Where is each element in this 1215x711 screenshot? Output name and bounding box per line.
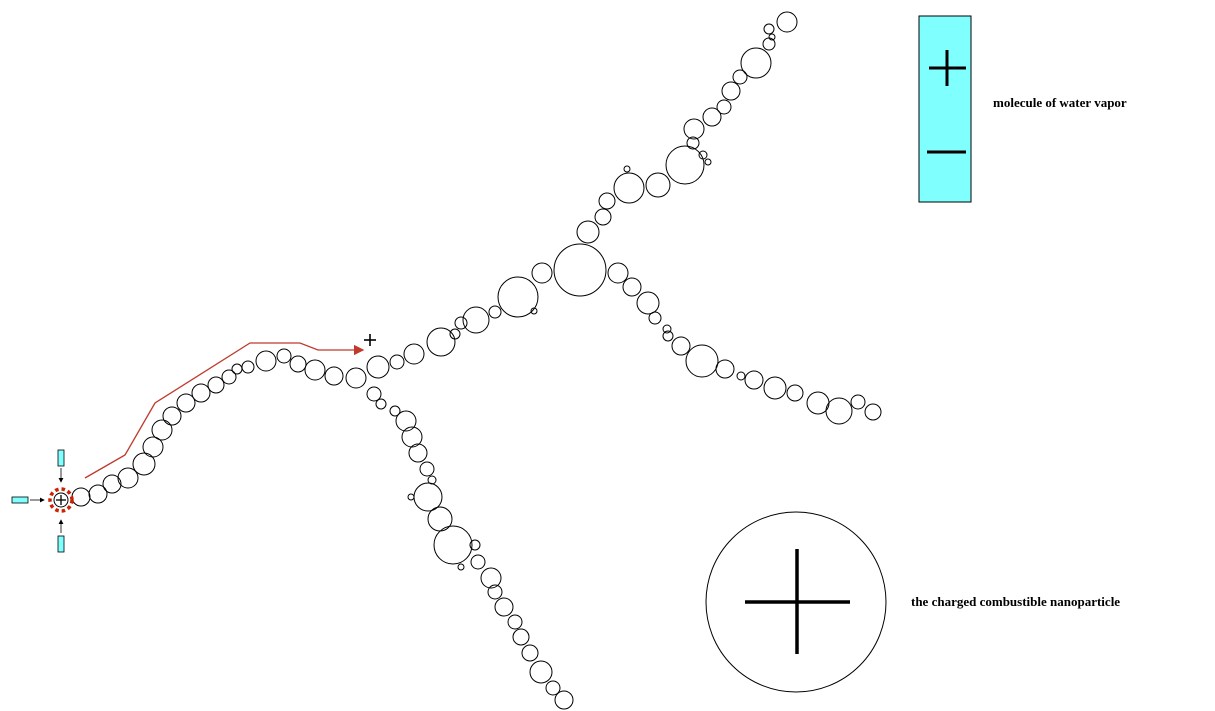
nanoparticle (741, 48, 771, 78)
nanoparticle (498, 277, 538, 317)
nanoparticle (577, 221, 599, 243)
nanoparticle (163, 407, 181, 425)
nanoparticle (608, 263, 628, 283)
nanoparticle (242, 361, 254, 373)
nanoparticle (471, 555, 485, 569)
nanoparticle (530, 661, 552, 683)
nanoparticle (192, 384, 210, 402)
nanoparticle (737, 372, 745, 380)
nanoparticle (717, 100, 731, 114)
nanoparticle (396, 411, 416, 431)
nanoparticle (646, 173, 670, 197)
nanoparticle (599, 193, 615, 209)
nanoparticle (513, 629, 529, 645)
nanoparticle (409, 444, 427, 462)
nanoparticle (595, 209, 611, 225)
nanoparticle (495, 598, 513, 616)
nanoparticle (522, 645, 538, 661)
nanoparticle (222, 370, 236, 384)
nanoparticle (408, 494, 414, 500)
nanoparticle (624, 166, 630, 172)
nanoparticle (554, 244, 606, 296)
nanoparticle (367, 387, 381, 401)
nanoparticle (232, 364, 242, 374)
nanoparticle (851, 395, 865, 409)
trajectory-path (85, 343, 363, 478)
nanoparticle (463, 307, 489, 333)
nanoparticle (277, 349, 291, 363)
nanoparticle (376, 399, 386, 409)
vapor-molecule-left (12, 497, 44, 503)
nanoparticle (623, 278, 641, 296)
nanoparticle (420, 462, 434, 476)
nanoparticle (666, 146, 704, 184)
nanoparticle (256, 351, 276, 371)
vapor-molecule-top (58, 450, 64, 482)
nanoparticle (450, 329, 460, 339)
water-vapor-label: molecule of water vapor (993, 95, 1127, 111)
nanoparticle (826, 398, 852, 424)
nanoparticle (458, 564, 464, 570)
nanoparticle (133, 453, 155, 475)
nanoparticle (404, 344, 424, 364)
nanoparticle (686, 345, 718, 377)
nanoparticle (684, 119, 704, 139)
nanoparticle (716, 360, 734, 378)
nanoparticle (733, 70, 747, 84)
charged-seed-particle (50, 489, 72, 511)
nanoparticle (777, 12, 797, 32)
nanoparticle (764, 377, 786, 399)
nanoparticle (555, 691, 573, 709)
nanoparticle (152, 420, 172, 440)
legend-water-vapor-molecule (919, 16, 971, 202)
nanoparticle (346, 368, 366, 388)
nanoparticle (745, 371, 763, 389)
nanoparticle (614, 173, 644, 203)
nanoparticle (481, 568, 501, 588)
nanoparticle (72, 488, 90, 506)
nanoparticle (489, 306, 501, 318)
vapor-molecule-bottom (58, 520, 64, 552)
nanoparticle (649, 312, 661, 324)
nanoparticle (865, 404, 881, 420)
nanoparticle (305, 360, 325, 380)
nanoparticle (672, 337, 690, 355)
nanoparticle (637, 292, 659, 314)
nanoparticle-label: the charged combustible nanoparticle (911, 594, 1120, 610)
nanoparticle (705, 159, 711, 165)
nanoparticle (764, 24, 774, 34)
nanoparticle (428, 507, 452, 531)
legend-charged-nanoparticle (706, 512, 886, 692)
nanoparticle (532, 263, 552, 283)
nanoparticle (390, 355, 404, 369)
nanoparticle (290, 356, 306, 372)
nanoparticle (787, 385, 803, 401)
nanoparticle (208, 377, 224, 393)
plus-icon (364, 334, 376, 346)
nanoparticle (367, 356, 389, 378)
nanoparticle (508, 615, 522, 629)
nanoparticle (722, 82, 740, 100)
nanoparticle (434, 526, 472, 564)
nanoparticle (325, 367, 343, 385)
